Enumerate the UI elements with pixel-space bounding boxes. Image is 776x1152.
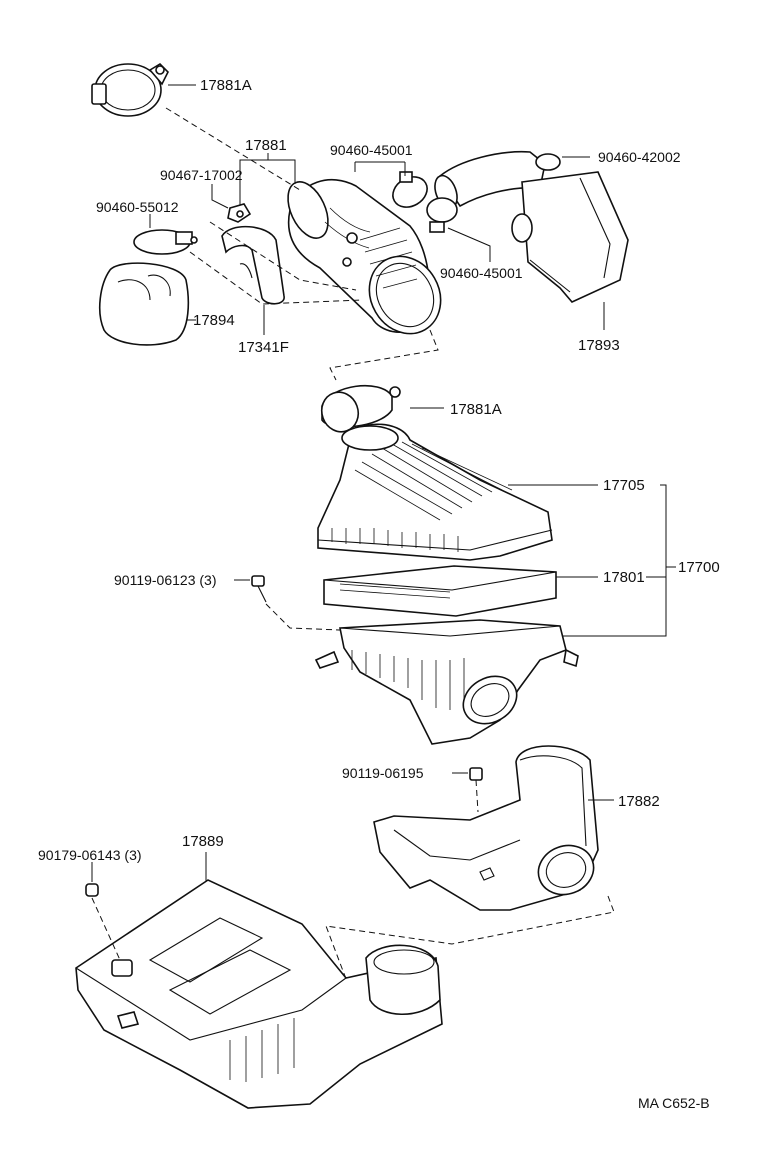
bolt-90119-06123 (251, 575, 267, 603)
air-intake-hose-17881 (287, 178, 442, 335)
label-90460-45001-bottom: 90460-45001 (440, 265, 523, 281)
label-17894: 17894 (193, 312, 235, 329)
vacuum-hose-17341f (221, 225, 285, 305)
air-resonator-17893 (511, 171, 629, 303)
label-90460-55012: 90460-55012 (96, 199, 179, 215)
label-90119-06123: 90119-06123 (3) (114, 572, 216, 588)
bolt-90119-06195 (469, 767, 483, 813)
hose-clamp-17881a-mid (320, 384, 401, 433)
label-90467-17002: 90467-17002 (160, 167, 243, 183)
air-filter-element-17801 (323, 565, 557, 617)
label-17881a-mid: 17881A (450, 401, 502, 418)
label-17700: 17700 (678, 559, 720, 576)
label-90119-06195: 90119-06195 (342, 765, 424, 781)
label-17881: 17881 (245, 137, 287, 154)
label-17893: 17893 (578, 337, 620, 354)
hose-clamp-90460-45001-bottom (426, 197, 458, 233)
hose-clamp-17881a-top (91, 62, 169, 117)
label-90460-45001-top: 90460-45001 (330, 142, 413, 158)
air-cleaner-case (314, 619, 579, 745)
label-17801: 17801 (603, 569, 645, 586)
air-duct-17882 (373, 745, 599, 911)
label-90179-06143: 90179-06143 (3) (38, 847, 142, 863)
label-17889: 17889 (182, 833, 224, 850)
intake-hose-17894 (98, 262, 190, 346)
hose-clamp-90460-45001-top (392, 171, 428, 208)
bolt-90179-06143 (85, 883, 121, 961)
label-17881a-top: 17881A (200, 77, 252, 94)
air-cleaner-cap-17705 (317, 423, 553, 561)
label-17882: 17882 (618, 793, 660, 810)
label-17341f: 17341F (238, 339, 289, 356)
label-17705: 17705 (603, 477, 645, 494)
diagram-code: MA C652-B (638, 1095, 710, 1111)
label-90460-42002: 90460-42002 (598, 149, 681, 165)
hose-clamp-90460-55012 (133, 229, 198, 255)
clip-90467-17002 (227, 203, 252, 223)
air-cleaner-lower-case-17889 (75, 879, 443, 1109)
